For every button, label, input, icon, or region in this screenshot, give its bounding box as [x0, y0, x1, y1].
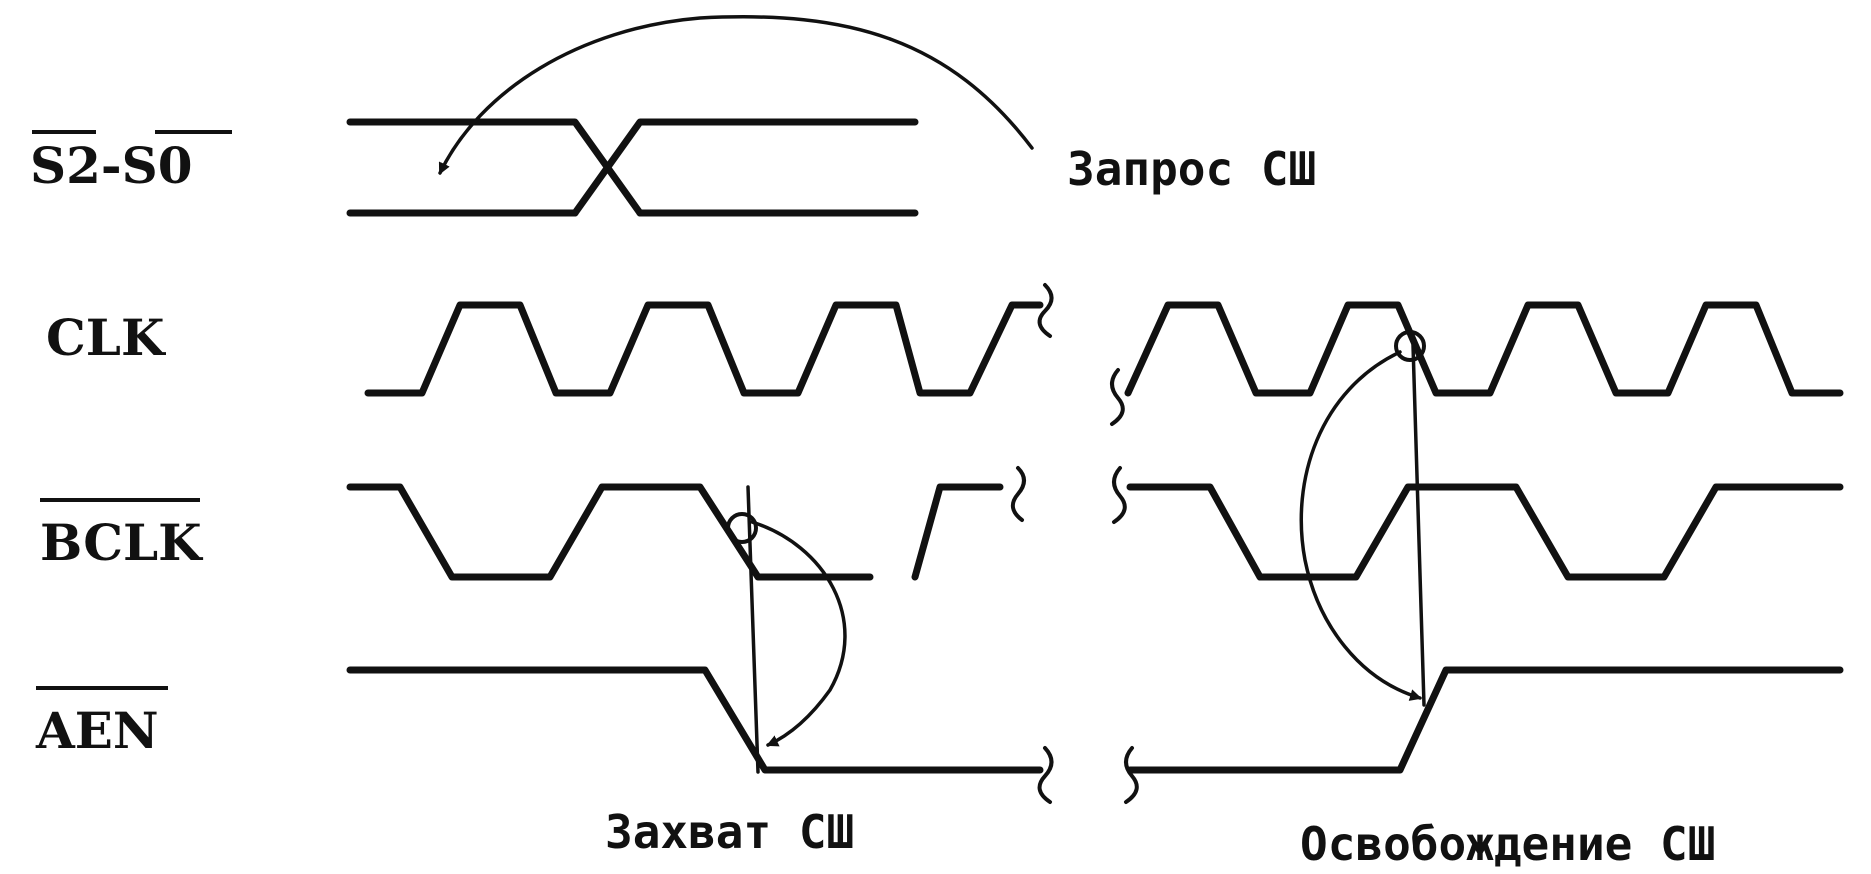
- capture-label: Захват СШ: [605, 805, 854, 859]
- release-annotation: [1299, 330, 1426, 707]
- waveform-aen: [346, 666, 1844, 804]
- waveform-clk: [364, 283, 1844, 426]
- release-label: Освобождение СШ: [1300, 817, 1715, 871]
- capture-vertical-line: [746, 485, 760, 774]
- waveform-clk-left: [364, 301, 1044, 397]
- capture-marker-circle: [726, 512, 758, 544]
- request-arrow: [438, 15, 1034, 175]
- waveform-s2s0: [346, 118, 919, 217]
- signal-label-s2s0: S2-S0: [30, 136, 193, 195]
- bclk-break-mark-left: [1010, 466, 1026, 522]
- request-label: Запрос СШ: [1067, 142, 1316, 196]
- signal-labels: S2-S0 CLK BCLK AEN: [30, 130, 232, 760]
- waveform-clk-right: [1124, 301, 1844, 397]
- release-arrow: [1299, 350, 1422, 701]
- capture-arrow: [750, 520, 847, 747]
- aen-break-mark-left: [1037, 746, 1054, 804]
- clk-break-mark-left: [1037, 283, 1054, 338]
- waveform-s2s0-top: [346, 118, 919, 217]
- signal-label-aen: AEN: [35, 701, 159, 760]
- waveform-bclk: [346, 466, 1844, 581]
- request-annotation: [438, 15, 1034, 175]
- capture-annotation: [726, 485, 847, 774]
- release-marker-circle: [1394, 330, 1426, 362]
- clk-break-mark-right: [1110, 368, 1125, 426]
- waveform-bclk-left: [346, 483, 874, 581]
- release-vertical-line: [1411, 343, 1426, 707]
- signal-label-clk: CLK: [46, 308, 166, 367]
- bclk-break-mark-right: [1112, 466, 1127, 524]
- waveform-aen-right: [1126, 666, 1844, 774]
- aen-break-mark-right: [1124, 746, 1139, 804]
- waveform-bclk-left-tail: [911, 483, 1004, 581]
- waveform-bclk-right: [1126, 483, 1844, 581]
- waveform-aen-left: [346, 666, 1044, 774]
- signal-label-bclk: BCLK: [40, 513, 203, 572]
